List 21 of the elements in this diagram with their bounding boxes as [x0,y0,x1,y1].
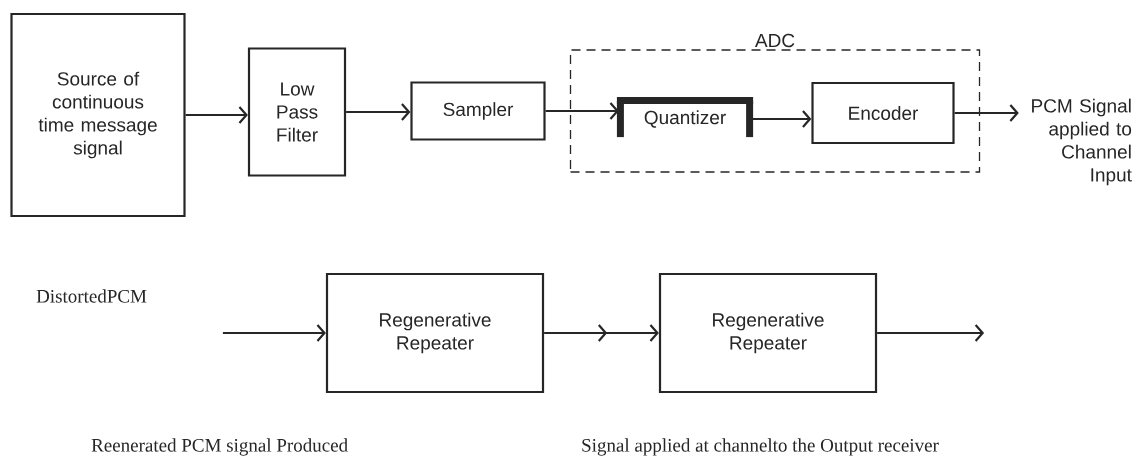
arrow [751,110,812,128]
process-box: Regenerative Repeater [325,272,545,394]
process-box: Source of continuous time message signal [10,12,186,218]
arrow [544,324,659,342]
arrow [222,324,326,342]
arrow [954,104,1019,122]
output-label: PCM Signal applied to Channel Input [1032,98,1132,186]
caption-text: Reenerated PCM signal Produced [91,438,348,456]
process-box: Regenerative Repeater [658,272,878,394]
node-label: Quantizer [644,110,726,128]
bracket-box: Quantizer [616,96,754,138]
arrow [545,102,619,120]
caption-text: DistortedPCM [36,289,147,303]
caption-text: Signal applied at channelto the Output receiver [582,438,939,456]
arrow [346,103,411,121]
process-box: Encoder [811,81,955,145]
process-box: Sampler [410,81,546,141]
node-label: ADC [754,33,795,48]
process-box: Low Pass Filter [247,47,347,177]
arrow [185,106,248,124]
arrow [877,324,985,342]
